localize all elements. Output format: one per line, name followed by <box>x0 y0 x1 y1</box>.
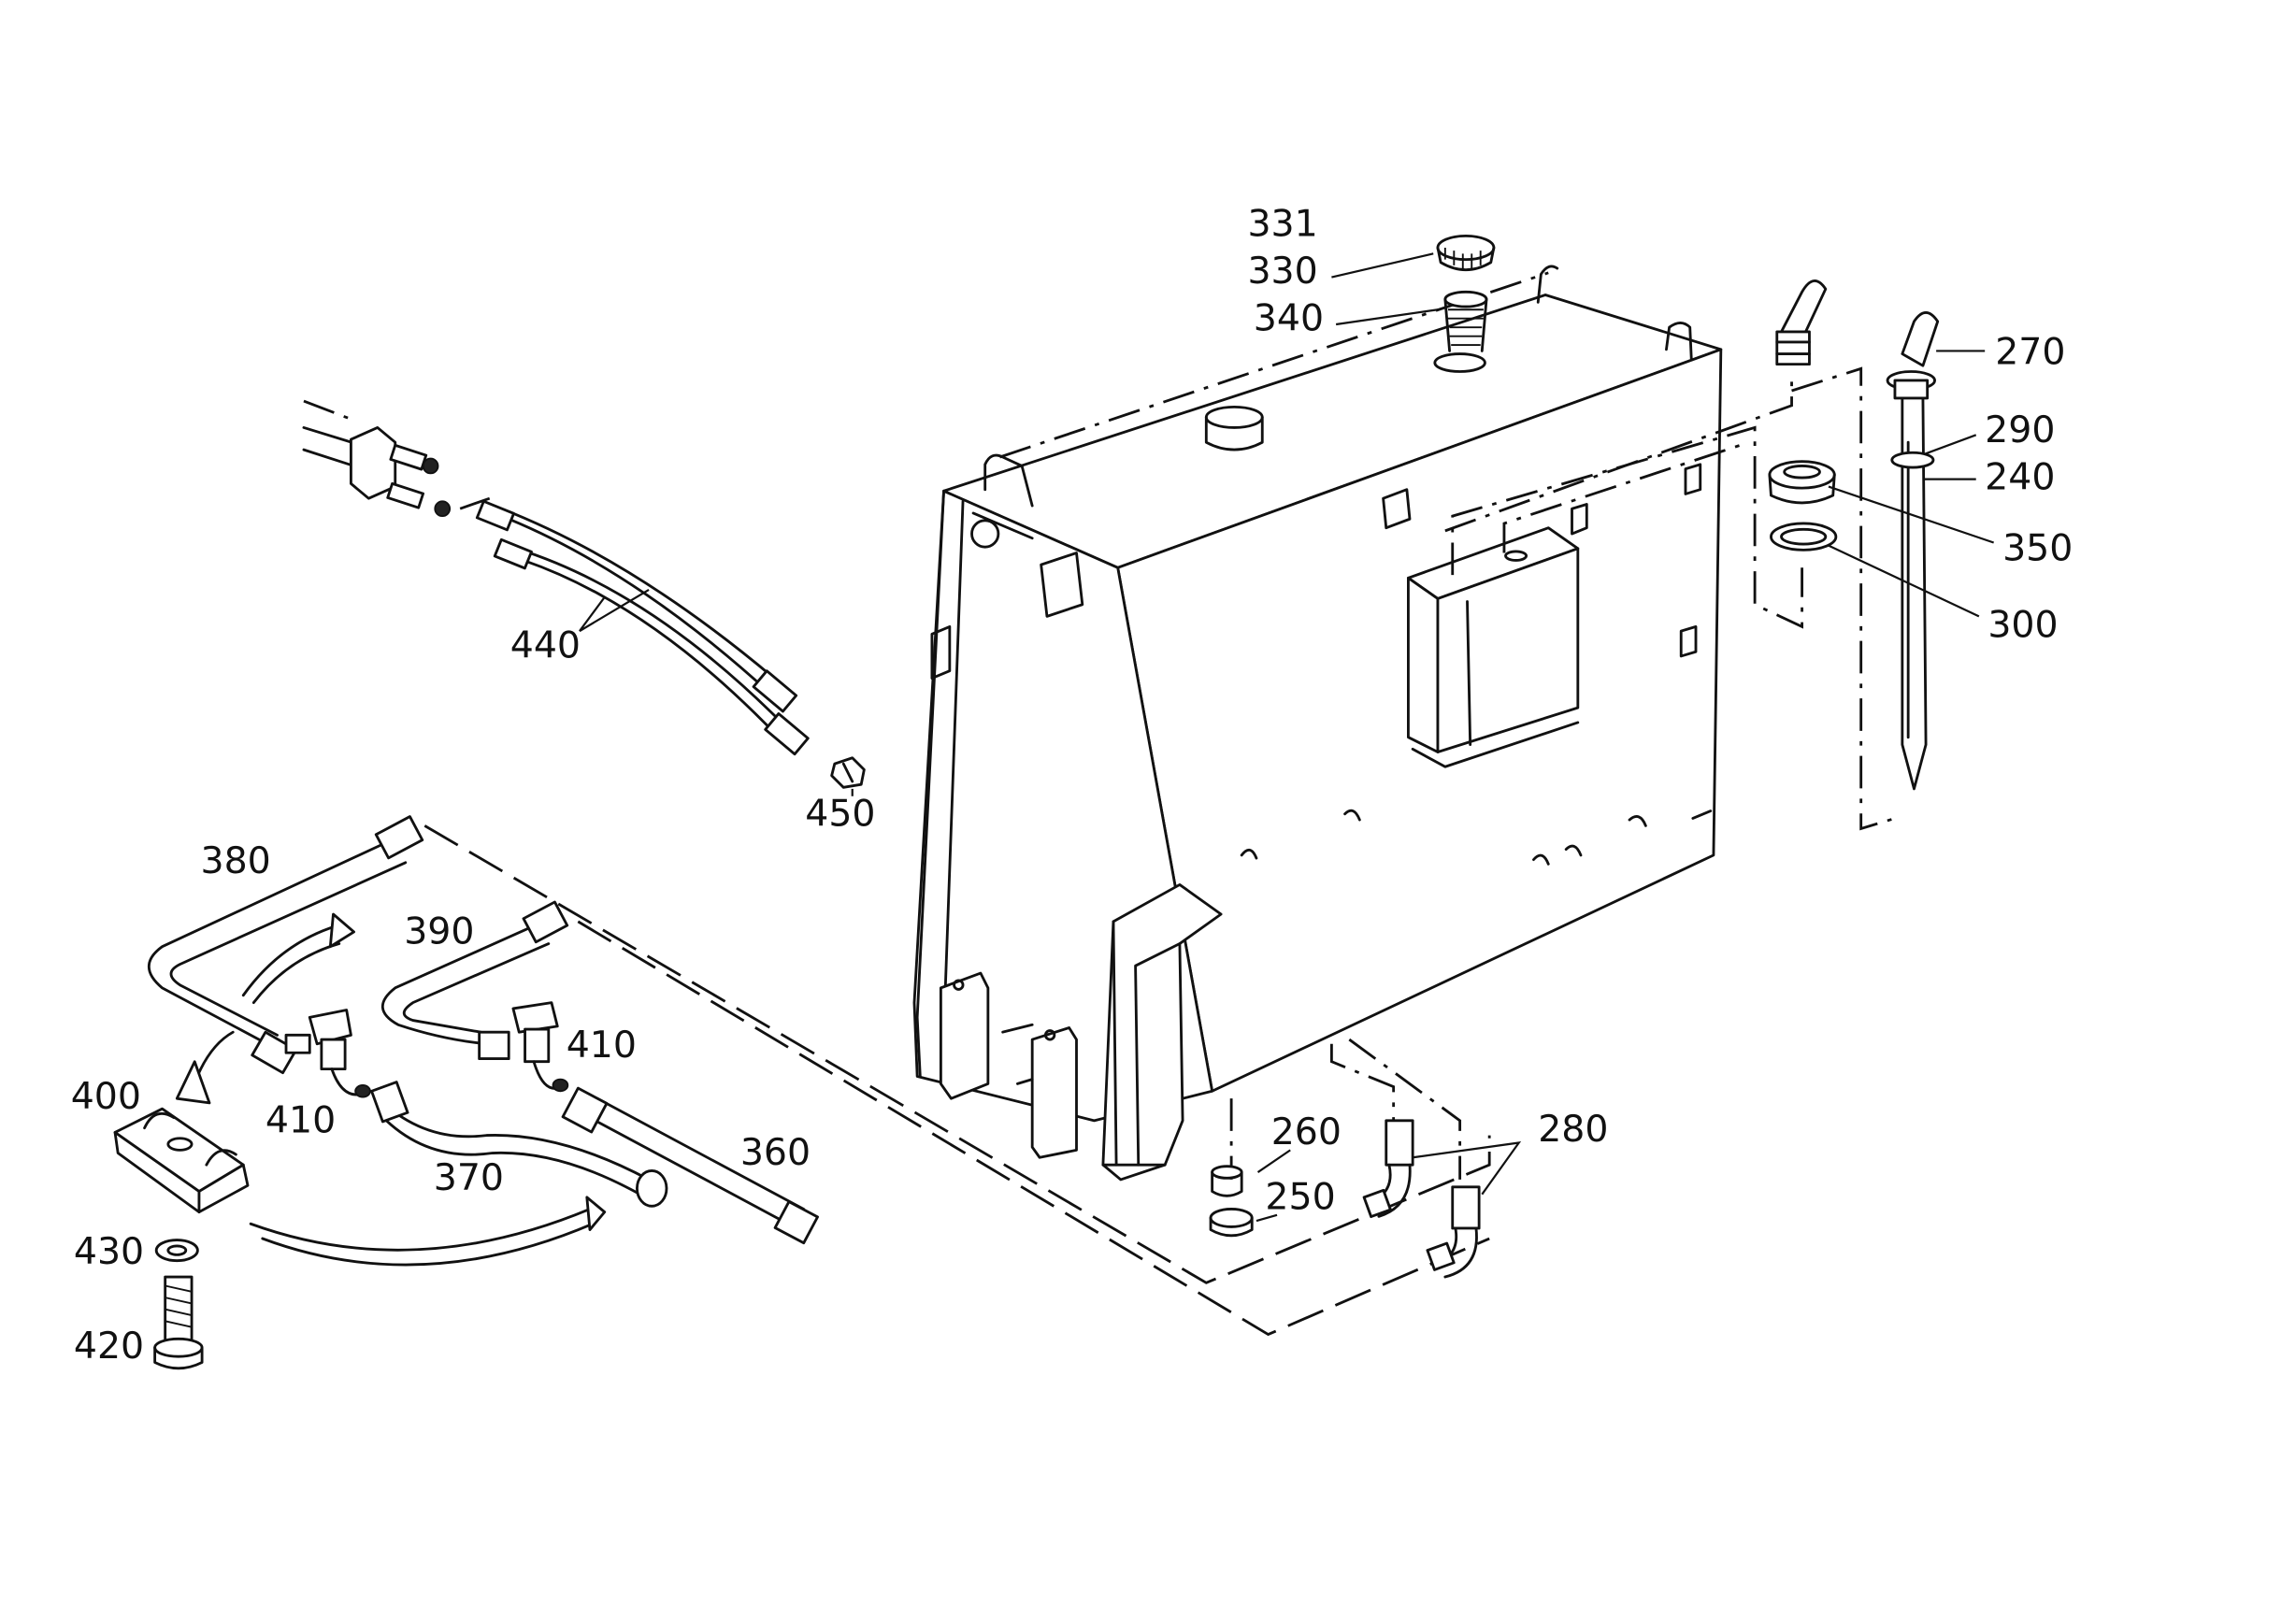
fitting-250 <box>1209 1208 1254 1238</box>
callout-330: 330 <box>1247 250 1317 293</box>
callout-280: 280 <box>1538 1108 1608 1151</box>
callout-240: 240 <box>1985 456 2055 499</box>
breather-fitting-left <box>1775 279 1828 366</box>
tank-handle-right <box>1665 322 1693 362</box>
callout-250: 250 <box>1265 1175 1335 1218</box>
pipe-360 <box>561 1086 819 1245</box>
callout-420: 420 <box>74 1325 144 1368</box>
filler-cap <box>1436 234 1496 262</box>
hose-clamp-block <box>302 426 452 518</box>
dipstick-washer <box>1890 451 1935 469</box>
pipe-clamp-400 <box>113 1107 250 1214</box>
callout-370: 370 <box>434 1156 504 1199</box>
callout-430: 430 <box>74 1230 144 1273</box>
hydraulic-tank <box>912 265 1723 1182</box>
filter-housing <box>1406 526 1580 768</box>
fitting-450 <box>830 756 866 789</box>
pipe-390 <box>380 900 569 1060</box>
elbow-fitting-280-b <box>1426 1185 1481 1279</box>
callout-410-left: 410 <box>265 1098 336 1141</box>
assembly-arrows <box>175 912 607 1267</box>
pipe-370 <box>370 1081 668 1208</box>
callout-400: 400 <box>71 1075 141 1118</box>
callout-350: 350 <box>2002 526 2073 569</box>
callout-440: 440 <box>510 624 581 667</box>
tank-mount-blocks <box>939 971 1078 1159</box>
pipe-380 <box>147 815 424 1075</box>
bolt-420 <box>153 1275 204 1370</box>
tee-fitting-410-right <box>511 1001 569 1093</box>
elbow-fitting-280-a <box>1362 1119 1414 1219</box>
callout-260: 260 <box>1271 1110 1342 1153</box>
tank-bracket <box>1101 883 1223 1182</box>
callout-360: 360 <box>740 1131 811 1174</box>
hose-440 <box>475 499 810 756</box>
callout-300: 300 <box>1987 603 2058 646</box>
washer-430 <box>154 1239 199 1263</box>
dipstick <box>1886 311 1940 791</box>
callout-290: 290 <box>1985 408 2055 451</box>
filler-cap-assembly <box>1436 234 1496 352</box>
filler-strainer <box>1443 290 1488 352</box>
callout-331: 331 <box>1247 202 1317 245</box>
drain-plug-350 <box>1768 460 1836 505</box>
callout-450: 450 <box>805 792 875 835</box>
callout-380: 380 <box>201 839 271 882</box>
fitting-260 <box>1211 1165 1243 1197</box>
callout-410-right: 410 <box>567 1024 637 1067</box>
tee-fitting-410-left <box>284 1009 371 1098</box>
callout-labels: 331 330 340 270 290 240 350 300 440 450 … <box>71 202 2074 1367</box>
callout-390: 390 <box>404 910 474 953</box>
callout-340: 340 <box>1254 296 1324 339</box>
leader-lines <box>579 252 1994 1223</box>
callout-270: 270 <box>1995 331 2065 374</box>
seal-ring-300 <box>1770 522 1838 552</box>
